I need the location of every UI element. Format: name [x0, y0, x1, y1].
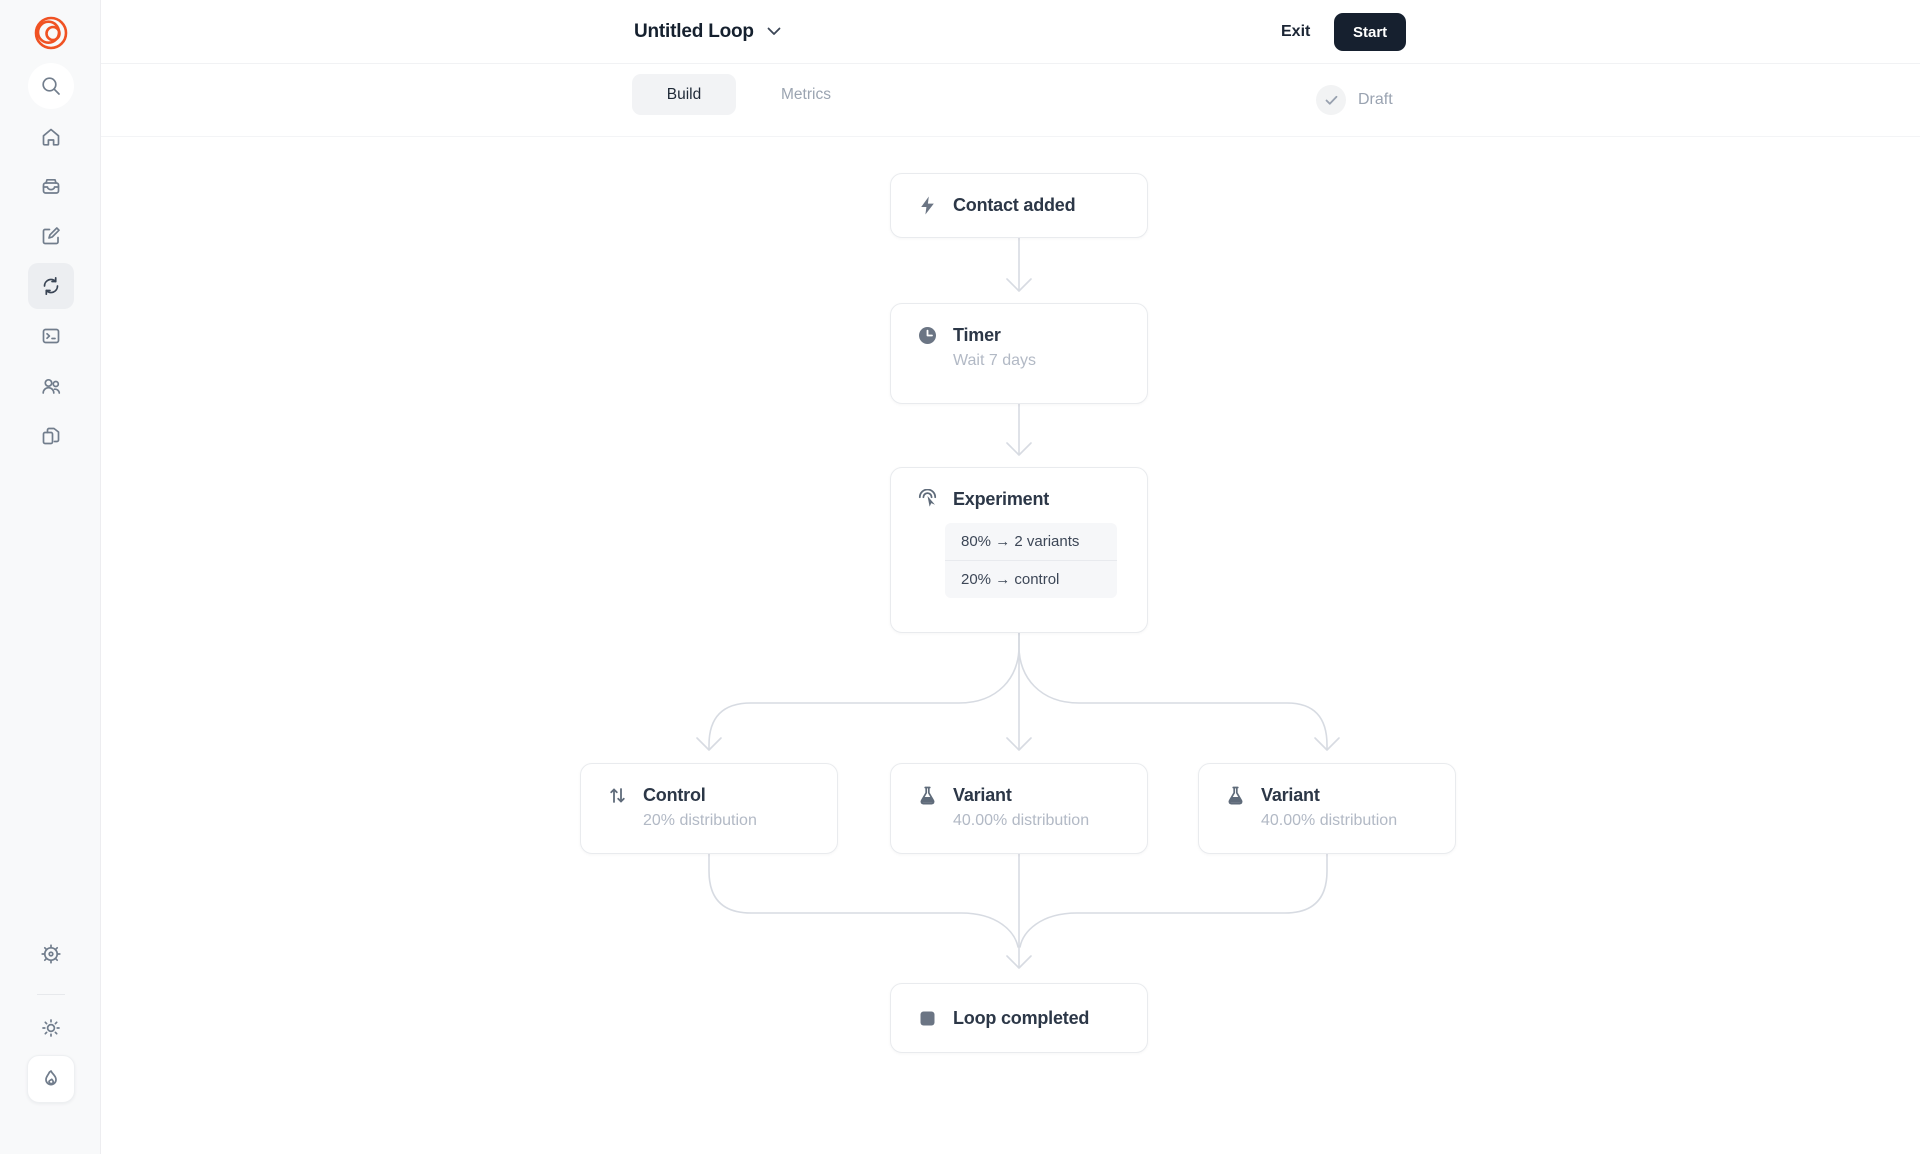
- lightning-bolt-icon: [921, 196, 934, 215]
- node-timer[interactable]: Timer Wait 7 days: [890, 303, 1148, 404]
- loop-title-menu[interactable]: Untitled Loop: [634, 0, 781, 63]
- node-experiment[interactable]: Experiment 80% → 2 variants 20% → contro…: [890, 467, 1148, 633]
- inbox-icon[interactable]: [28, 163, 74, 209]
- node-subtitle: 20% distribution: [643, 812, 757, 829]
- node-title: Control: [643, 785, 706, 805]
- arrows-up-down-icon: [610, 788, 625, 803]
- tabbar: Build Metrics Draft: [101, 64, 1920, 137]
- settings-gear-icon[interactable]: [28, 931, 74, 977]
- home-icon[interactable]: [28, 114, 74, 160]
- node-variant-2[interactable]: Variant 40.00% distribution: [1198, 763, 1456, 854]
- node-title: Variant: [1261, 785, 1320, 805]
- cursor-click-icon: [918, 489, 937, 507]
- templates-copy-icon[interactable]: [28, 413, 74, 459]
- status-label: Draft: [1358, 91, 1393, 108]
- experiment-row: 80% → 2 variants: [961, 533, 1080, 550]
- sidebar: [0, 0, 101, 1154]
- node-contact-added[interactable]: Contact added: [890, 173, 1148, 238]
- exit-button[interactable]: Exit: [1273, 0, 1318, 63]
- ortto-logo[interactable]: [31, 13, 71, 53]
- audience-icon[interactable]: [28, 363, 74, 409]
- node-control[interactable]: Control 20% distribution: [580, 763, 838, 854]
- check-circle-icon: [1316, 85, 1346, 115]
- status-badge: Draft: [1316, 64, 1393, 136]
- node-title: Timer: [953, 325, 1001, 345]
- node-title: Variant: [953, 785, 1012, 805]
- sidebar-divider: [37, 994, 65, 995]
- node-subtitle: Wait 7 days: [953, 352, 1036, 369]
- flask-icon: [1228, 786, 1243, 805]
- start-button[interactable]: Start: [1334, 13, 1407, 51]
- titlebar: Untitled Loop Exit Start: [101, 0, 1920, 64]
- node-title: Contact added: [953, 195, 1076, 215]
- flow-canvas[interactable]: Contact added Timer Wait 7 days: [101, 137, 1920, 1154]
- page-title: Untitled Loop: [634, 20, 754, 42]
- theme-sun-icon[interactable]: [28, 1005, 74, 1051]
- experiment-row: 20% → control: [945, 560, 1117, 598]
- node-variant-1[interactable]: Variant 40.00% distribution: [890, 763, 1148, 854]
- clock-icon: [919, 327, 936, 344]
- chevron-down-icon: [767, 27, 781, 35]
- stop-square-icon: [920, 1011, 935, 1025]
- terminal-icon[interactable]: [28, 313, 74, 359]
- node-title: Experiment: [953, 489, 1050, 509]
- node-subtitle: 40.00% distribution: [953, 812, 1090, 829]
- flask-icon: [920, 786, 935, 805]
- flame-icon[interactable]: [27, 1055, 75, 1103]
- tab-build[interactable]: Build: [632, 74, 736, 115]
- node-title: Loop completed: [953, 1007, 1090, 1028]
- loop-sync-icon[interactable]: [28, 263, 74, 309]
- compose-icon[interactable]: [28, 213, 74, 259]
- tab-metrics[interactable]: Metrics: [756, 74, 856, 115]
- experiment-distribution-box: 80% → 2 variants 20% → control: [945, 523, 1117, 598]
- node-subtitle: 40.00% distribution: [1261, 812, 1398, 829]
- search-icon[interactable]: [28, 63, 74, 109]
- node-loop-completed[interactable]: Loop completed: [890, 983, 1148, 1053]
